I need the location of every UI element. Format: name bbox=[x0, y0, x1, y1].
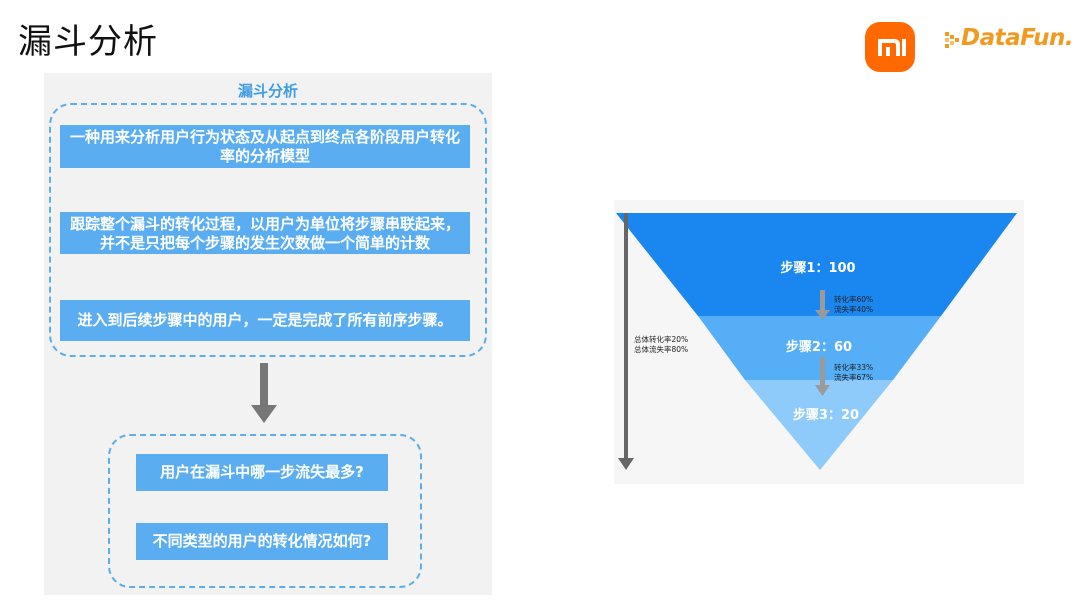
funnel-diagram: 步骤1：100 步骤2：60 步骤3：20 转化率60% 流失率40% 转化率3… bbox=[614, 200, 1024, 484]
definitions-box bbox=[49, 103, 487, 357]
down-arrow-icon bbox=[251, 363, 277, 423]
panel-title: 漏斗分析 bbox=[237, 82, 298, 100]
page-title: 漏斗分析 bbox=[18, 22, 158, 62]
question-item: 不同类型的用户的转化情况如何? bbox=[136, 523, 388, 560]
overall-churn-rate: 总体流失率80% bbox=[634, 345, 689, 354]
definition-item: 进入到后续步骤中的用户，一定是完成了所有前序步骤。 bbox=[60, 300, 470, 341]
churn-rate: 流失率67% bbox=[834, 373, 874, 382]
step-2-label: 步骤2：60 bbox=[785, 340, 853, 355]
datafun-logo: DataFun. bbox=[945, 25, 1075, 55]
step-1-label: 步骤1：100 bbox=[780, 261, 856, 276]
transition-1-note: 转化率60% 流失率40% bbox=[834, 295, 873, 315]
transition-arrow-icon bbox=[815, 290, 830, 320]
transition-arrow-icon bbox=[815, 357, 830, 396]
conversion-rate: 转化率60% bbox=[834, 295, 874, 304]
step-3-label: 步骤3：20 bbox=[792, 408, 860, 423]
definition-item: 跟踪整个漏斗的转化过程，以用户为单位将步骤串联起来，并不是只把每个步骤的发生次数… bbox=[60, 212, 470, 254]
datafun-mark-icon bbox=[945, 32, 959, 48]
churn-rate: 流失率40% bbox=[834, 305, 874, 314]
xiaomi-logo-icon bbox=[865, 22, 915, 72]
conversion-rate: 转化率33% bbox=[834, 363, 874, 372]
question-item: 用户在漏斗中哪一步流失最多? bbox=[136, 454, 388, 491]
overall-arrow-icon bbox=[618, 213, 634, 470]
funnel-definition-panel: 漏斗分析 一种用来分析用户行为状态及从起点到终点各阶段用户转化率的分析模型 跟踪… bbox=[44, 73, 492, 595]
funnel-stage-1 bbox=[616, 213, 1017, 316]
funnel-stage-3 bbox=[745, 380, 893, 470]
transition-2-note: 转化率33% 流失率67% bbox=[834, 363, 873, 383]
overall-note: 总体转化率20% 总体流失率80% bbox=[634, 335, 688, 355]
datafun-logo-text: DataFun. bbox=[961, 25, 1074, 51]
questions-box bbox=[108, 434, 422, 588]
overall-conversion-rate: 总体转化率20% bbox=[634, 335, 689, 344]
funnel-stage-2 bbox=[698, 316, 941, 380]
definition-item: 一种用来分析用户行为状态及从起点到终点各阶段用户转化率的分析模型 bbox=[60, 125, 470, 168]
